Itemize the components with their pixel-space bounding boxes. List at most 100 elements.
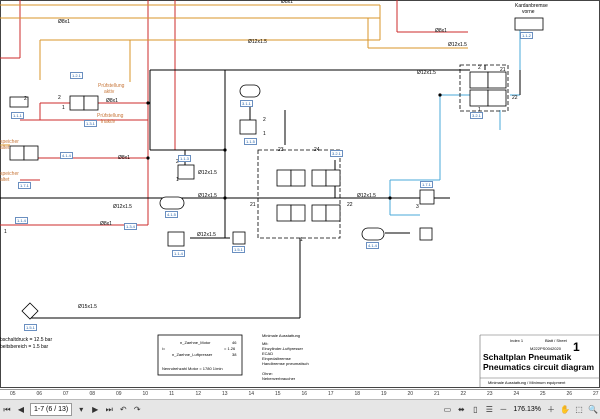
pneumatic-diagram — [0, 0, 600, 388]
zoom-tool-icon[interactable]: 🔍 — [588, 405, 598, 414]
formula-motor-value: 46 — [232, 340, 237, 345]
first-page-icon[interactable]: ⏮ — [3, 404, 11, 414]
index-label: Index 1 — [510, 338, 524, 343]
continuous-icon[interactable]: ☰ — [485, 405, 493, 414]
ruler-number: 27 — [593, 391, 599, 397]
last-page-icon[interactable]: ⏭ — [105, 404, 113, 414]
pipe-label: Ø12x1.5 — [357, 193, 376, 199]
pipe-label: Ø15x1.5 — [78, 304, 97, 310]
grab-icon[interactable]: ✋ — [560, 405, 570, 414]
page-field[interactable]: 1-7 (6 / 13) — [30, 403, 73, 416]
ruler-number: 07 — [63, 391, 69, 397]
component-ref: 1.3.1 — [84, 120, 97, 127]
port-number: 2 — [176, 159, 179, 165]
port-number: 1 — [62, 105, 65, 111]
side-label: speicher — [0, 171, 19, 177]
component-ref: 1.7.1 — [18, 182, 31, 189]
pipe-label: Ø8x1 — [106, 98, 118, 104]
select-icon[interactable]: ⬚ — [575, 405, 583, 414]
component-ref: 1.7.1 — [420, 181, 433, 188]
ruler-number: 13 — [222, 391, 228, 397]
component-ref: 3.1.1 — [240, 100, 253, 107]
port-number: 21 — [500, 67, 506, 73]
sheet-label: Blatt / Sheet — [545, 338, 567, 343]
ruler-number: 17 — [328, 391, 334, 397]
ruler-number: 05 — [10, 391, 16, 397]
pipe-label: Ø8x1 — [100, 221, 112, 227]
port-number: 24 — [314, 147, 320, 153]
component-ref: 3.2.1 — [470, 112, 483, 119]
port-number: 2 — [263, 117, 266, 123]
drawing-code: M222PS0042020 — [530, 346, 561, 351]
port-number: 1 — [263, 131, 266, 137]
formula-nenn: Nenndrehzahl Motor = 1780 1/min — [162, 366, 223, 371]
test-position-label: aktiv — [104, 89, 115, 95]
component-ref: 1.1.5 — [244, 138, 257, 145]
ruler-number: 15 — [275, 391, 281, 397]
port-number: 22 — [512, 95, 518, 101]
kardan-label: Kardanbremse — [515, 3, 548, 9]
forward-icon[interactable]: ↷ — [133, 405, 141, 414]
fit-page-icon[interactable]: ▭ — [443, 405, 452, 414]
zoom-out-icon[interactable]: － — [499, 405, 508, 414]
fit-width-icon[interactable]: ⬌ — [458, 405, 465, 414]
blue-lines — [389, 30, 521, 216]
pipe-label: Ø12x1.5 — [417, 70, 436, 76]
module-valves — [276, 71, 507, 222]
side-label: altet — [0, 145, 10, 151]
equipment-text: Ohne: — [262, 371, 273, 376]
equipment-text: Einzylinder-Luftpresser — [262, 346, 303, 351]
test-position-label: Prüfstellung — [98, 83, 125, 89]
port-number: 1 — [478, 107, 481, 113]
ruler-number: 21 — [434, 391, 440, 397]
component-ref: 1.5.1 — [232, 246, 245, 253]
equipment-text: Einpedalbremse — [262, 356, 291, 361]
component-ref: 1.1.4 — [172, 250, 185, 257]
filter — [21, 302, 39, 320]
equipment-text: Mit: — [262, 341, 269, 346]
port-number: 2 — [58, 95, 61, 101]
subtitle: Minimale Ausstattung / Minimum equipment — [488, 380, 566, 385]
port-number: 2 — [24, 96, 27, 102]
ruler-number: 20 — [407, 391, 414, 397]
pipe-label: Ø8x1 — [118, 155, 130, 161]
back-icon[interactable]: ↶ — [119, 405, 127, 414]
equipment-text: Nebenverbraucher — [262, 376, 296, 381]
title-block-frame — [479, 334, 600, 388]
valve-module — [257, 149, 341, 239]
valves — [9, 17, 544, 247]
component-ref: 1.1.4 — [15, 217, 28, 224]
component-ref: 3.2.1 — [330, 150, 343, 157]
pipe-label: Ø12x1.5 — [248, 39, 267, 45]
formula-i: i= — [162, 346, 166, 351]
pipe-label: Ø12x1.5 — [113, 204, 132, 210]
pipe-label: Ø12x1.5 — [448, 42, 467, 48]
next-page-icon[interactable]: ▶ — [92, 405, 99, 414]
component-ref: 1.1.2 — [520, 32, 533, 39]
test-position-label: inaktiv — [101, 119, 116, 125]
formula-luft: n_Zaehne_Luftpresser — [172, 352, 213, 357]
title-german: Schaltplan Pneumatik — [483, 352, 572, 362]
port-number: 21 — [250, 202, 256, 208]
ruler-number: 16 — [301, 391, 308, 397]
orange-lines — [0, 4, 468, 146]
prev-page-icon[interactable]: ◀ — [17, 405, 25, 414]
pipe-label: Ø8x1 — [281, 0, 293, 5]
single-page-icon[interactable]: ▯ — [473, 405, 478, 414]
ruler-number: 12 — [195, 391, 202, 397]
formula-luft-value: 38 — [232, 352, 237, 357]
pipe-label: Ø12x1.5 — [198, 170, 217, 176]
zoom-level[interactable]: 176.13% — [513, 406, 541, 413]
zoom-in-icon[interactable]: ＋ — [547, 405, 555, 414]
dropdown-icon[interactable]: ▾ — [79, 405, 84, 414]
ruler-number: 09 — [116, 391, 122, 397]
port-number: 23 — [278, 147, 284, 153]
port-number: 1 — [176, 177, 179, 183]
schematic-sheet: Ø8x1 Ø8x1 Ø8x1 Ø8x1 Ø8x1 Ø8x1 Ø12x1.5 Ø1… — [0, 0, 600, 388]
ruler-number: 14 — [248, 391, 255, 397]
ruler-number: 18 — [354, 391, 361, 397]
formula-motor: n_Zaehne_Motor — [180, 340, 211, 345]
pipe-label: Ø12x1.5 — [197, 232, 216, 238]
ruler-number: 08 — [89, 391, 96, 397]
ruler-number: 06 — [36, 391, 43, 397]
